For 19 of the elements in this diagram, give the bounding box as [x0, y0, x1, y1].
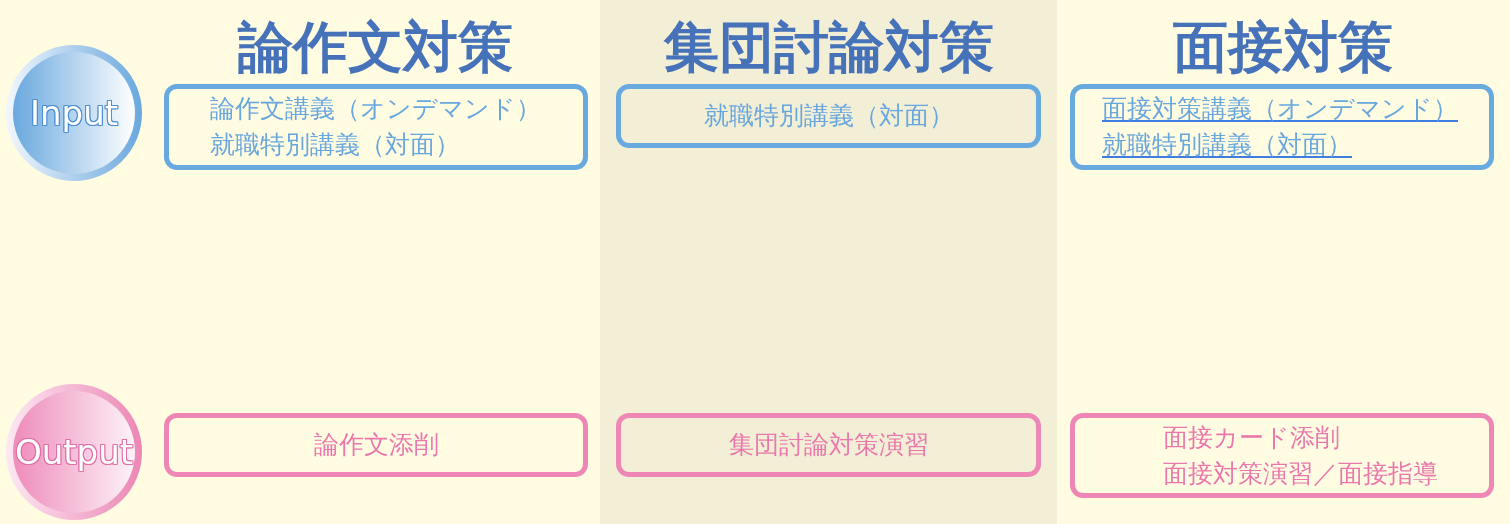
column-heading: 集団討論対策 [663, 16, 994, 78]
rounded-box [1070, 84, 1494, 170]
item-text: 就職特別講義（対面） [210, 130, 460, 160]
item-text: 論作文添削 [313, 430, 439, 460]
link: 就職特別講義（対面） [1102, 130, 1352, 160]
column-band [600, 0, 1057, 524]
link: 面接対策講義（オンデマンド） [1102, 94, 1458, 124]
item-text: 論作文講義（オンデマンド） [210, 94, 541, 124]
rounded-box [1070, 413, 1494, 498]
rounded-box [164, 84, 588, 170]
rounded-box [616, 84, 1041, 148]
item-text: 集団討論対策演習 [728, 430, 929, 460]
rounded-box [616, 413, 1041, 477]
rounded-box [164, 413, 588, 477]
item-text: 就職特別講義（対面） [703, 101, 954, 131]
column-heading: 論作文対策 [237, 16, 513, 78]
column-heading: 面接対策 [1173, 16, 1393, 78]
item-text: 面接対策演習／面接指導 [1163, 458, 1438, 489]
item-text: 面接カード添削 [1163, 422, 1340, 453]
